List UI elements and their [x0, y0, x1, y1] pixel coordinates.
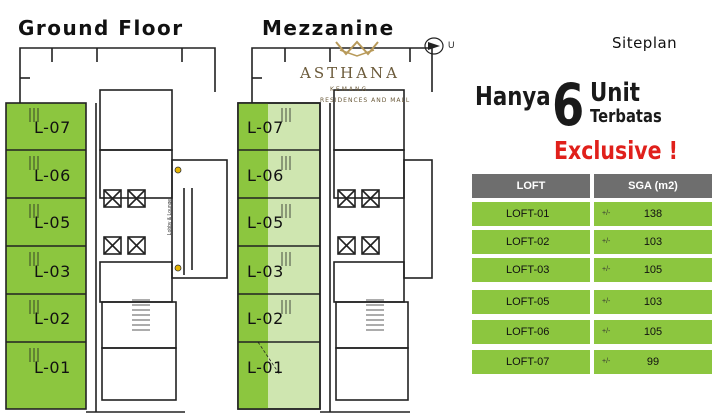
table-row-sga: +/- 138 [594, 202, 712, 226]
mezz-unit-label-l01: L-01 [247, 358, 284, 377]
mezzanine-title: Mezzanine [262, 16, 395, 40]
table-row-loft: LOFT-02 [472, 230, 590, 254]
mezz-unit-label-l05: L-05 [247, 213, 284, 232]
table-row-sga: +/- 103 [594, 230, 712, 254]
promo-terbatas: Terbatas [590, 106, 662, 127]
promo-number: 6 [552, 71, 585, 139]
table-row-sga: +/- 105 [594, 258, 712, 282]
approx-prefix: +/- [602, 358, 611, 365]
promo-hanya: Hanya [475, 82, 551, 112]
sga-value: 103 [643, 296, 663, 308]
mezz-unit-label-l03: L-03 [247, 262, 284, 281]
table-header-loft: LOFT [472, 174, 590, 198]
approx-prefix: +/- [602, 210, 611, 217]
sga-value: 105 [643, 264, 663, 276]
ground-unit-label-l06: L-06 [34, 166, 71, 185]
ground-unit-label-l01: L-01 [34, 358, 71, 377]
promo-exclusive: Exclusive ! [554, 136, 678, 165]
logo-sub: KEMANG [330, 86, 369, 93]
ground-unit-label-l07: L-07 [34, 118, 71, 137]
ground-unit-label-l02: L-02 [34, 309, 71, 328]
approx-prefix: +/- [602, 298, 611, 305]
table-row-sga: +/- 105 [594, 320, 712, 344]
sga-value: 105 [643, 326, 663, 338]
promo-unit: Unit [590, 78, 640, 108]
ground-floor-title: Ground Floor [18, 16, 184, 40]
logo-name: ASTHANA [300, 64, 400, 82]
table-row-loft: LOFT-01 [472, 202, 590, 226]
table-row-loft: LOFT-03 [472, 258, 590, 282]
approx-prefix: +/- [602, 328, 611, 335]
lobby-label: Lobby & Lounge [167, 198, 174, 236]
table-header-sga: SGA (m2) [594, 174, 712, 198]
logo-sub2: RESIDENCES AND MALL [320, 97, 411, 104]
ground-loft-area [5, 102, 87, 410]
sga-value: 99 [646, 356, 660, 368]
siteplan-label: Siteplan [612, 34, 678, 52]
table-row-loft: LOFT-05 [472, 290, 590, 314]
ground-unit-label-l05: L-05 [34, 213, 71, 232]
sga-value: 138 [643, 208, 663, 220]
mezz-unit-label-l06: L-06 [247, 166, 284, 185]
mezz-unit-label-l02: L-02 [247, 309, 284, 328]
compass-arrow-icon [424, 37, 444, 55]
table-row-loft: LOFT-07 [472, 350, 590, 374]
compass-letter: U [448, 40, 455, 50]
approx-prefix: +/- [602, 238, 611, 245]
asthana-emblem-icon [335, 40, 379, 57]
approx-prefix: +/- [602, 266, 611, 273]
sga-value: 103 [643, 236, 663, 248]
table-row-sga: +/- 99 [594, 350, 712, 374]
ground-unit-label-l03: L-03 [34, 262, 71, 281]
mezz-unit-label-l07: L-07 [247, 118, 284, 137]
table-row-loft: LOFT-06 [472, 320, 590, 344]
table-row-sga: +/- 103 [594, 290, 712, 314]
